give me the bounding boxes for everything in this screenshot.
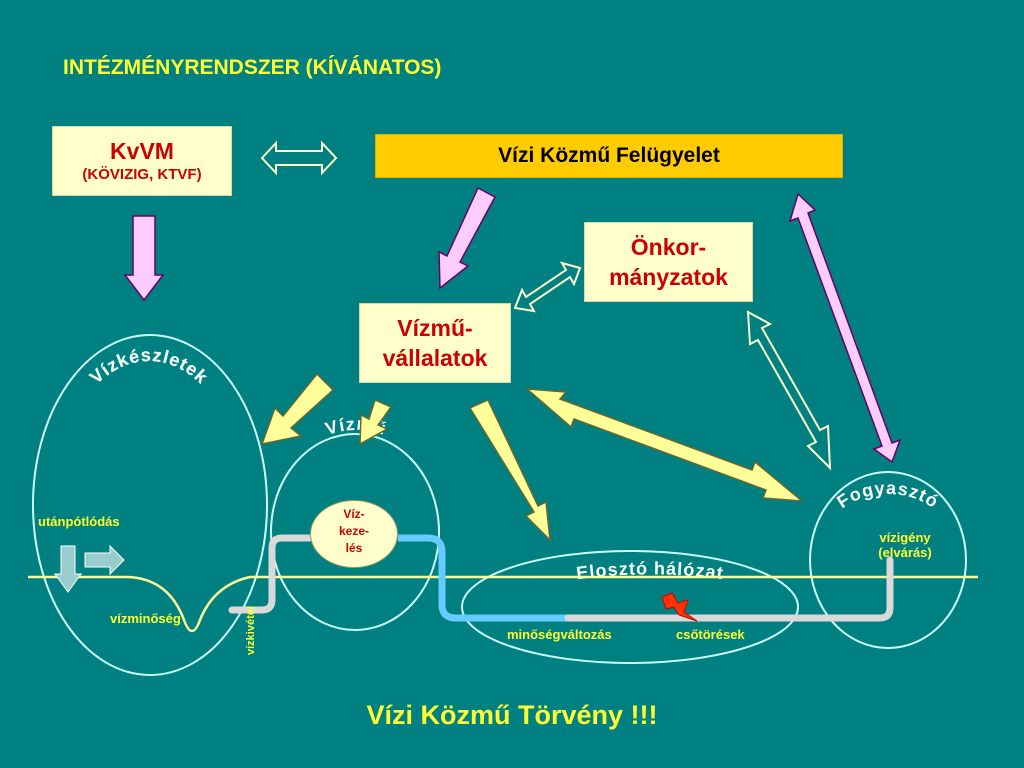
utanpotlodas-label: utánpótlódás xyxy=(38,514,120,529)
vizmu-label-1: Vízmű- xyxy=(397,315,473,341)
vizigeny-line-1: vízigény xyxy=(879,530,931,545)
vizigeny-line-2: (elvárás) xyxy=(878,545,932,560)
utanpotlodas-right-arrow xyxy=(84,544,125,576)
kvvm-label: KvVM xyxy=(110,137,174,164)
vizkezeles-bubble[interactable]: Víz- keze- lés xyxy=(310,500,398,568)
onkormanyzatok-box[interactable]: Önkor- mányzatok xyxy=(584,222,753,302)
vizkezeles-line-2: keze- xyxy=(338,524,370,538)
footer-title: Vízi Közmű Törvény !!! xyxy=(366,700,658,730)
vizmu-to-plant-arrow[interactable] xyxy=(359,398,393,446)
onkor-fogyaszto-double-arrow[interactable] xyxy=(746,310,832,471)
csotoresek-label: csőtörések xyxy=(676,627,745,642)
vizminoseg-label: vízminőség xyxy=(110,611,181,626)
vizigeny-label: vízigény (elvárás) xyxy=(852,530,958,560)
vizkeszletek-title: Vízkészletek xyxy=(86,345,212,388)
minosegvaltozas-label: minőségváltozás xyxy=(507,627,612,642)
ground-line xyxy=(28,575,978,633)
vizmu-to-eloszto-arrow[interactable] xyxy=(468,399,551,543)
vkf-to-vizmu-arrow[interactable] xyxy=(438,186,497,290)
eloszto-ellipse xyxy=(461,550,799,664)
onkor-label-1: Önkor- xyxy=(630,234,707,260)
vizkivetel-label: vízkivétel xyxy=(245,606,257,655)
fogyaszto-ellipse xyxy=(809,471,967,649)
lightning-icon xyxy=(661,592,698,622)
eloszto-title: Elosztó hálózat xyxy=(575,558,725,583)
kvvm-down-arrow[interactable] xyxy=(123,215,165,302)
vizmu-label-2: vállalatok xyxy=(382,345,488,371)
vizmu-ellipse xyxy=(270,433,440,631)
onkor-label-2: mányzatok xyxy=(609,264,728,290)
distribution-pipe-blue xyxy=(398,534,568,622)
vkf-label: Vízi Közmű Felügyelet xyxy=(498,144,720,167)
kvvm-vkf-double-arrow xyxy=(260,140,338,176)
kvvm-sublabel: (KÖVIZIG, KTVF) xyxy=(82,165,202,183)
slide-title: INTÉZMÉNYRENDSZER (KÍVÁNATOS) xyxy=(63,56,442,79)
vkf-fogyaszto-double-arrow[interactable] xyxy=(788,192,902,464)
vizmu-to-vizkeszletek-arrow[interactable] xyxy=(260,372,335,446)
vizmu-vallalatok-box[interactable]: Vízmű- vállalatok xyxy=(359,303,511,383)
vizkezeles-line-1: Víz- xyxy=(343,507,365,521)
vizmu-fogyaszto-double-arrow[interactable] xyxy=(524,388,805,502)
utanpotlodas-down-arrow xyxy=(54,545,82,593)
vizkezeles-line-3: lés xyxy=(345,541,363,555)
kvvm-box[interactable]: KvVM (KÖVIZIG, KTVF) xyxy=(52,126,232,196)
distribution-pipe-gray xyxy=(564,556,894,622)
onkor-vizmu-double-arrow[interactable] xyxy=(513,261,582,313)
vizkeszletek-ellipse xyxy=(32,334,268,676)
vkf-box[interactable]: Vízi Közmű Felügyelet xyxy=(375,134,843,178)
intake-pipe xyxy=(228,534,314,614)
